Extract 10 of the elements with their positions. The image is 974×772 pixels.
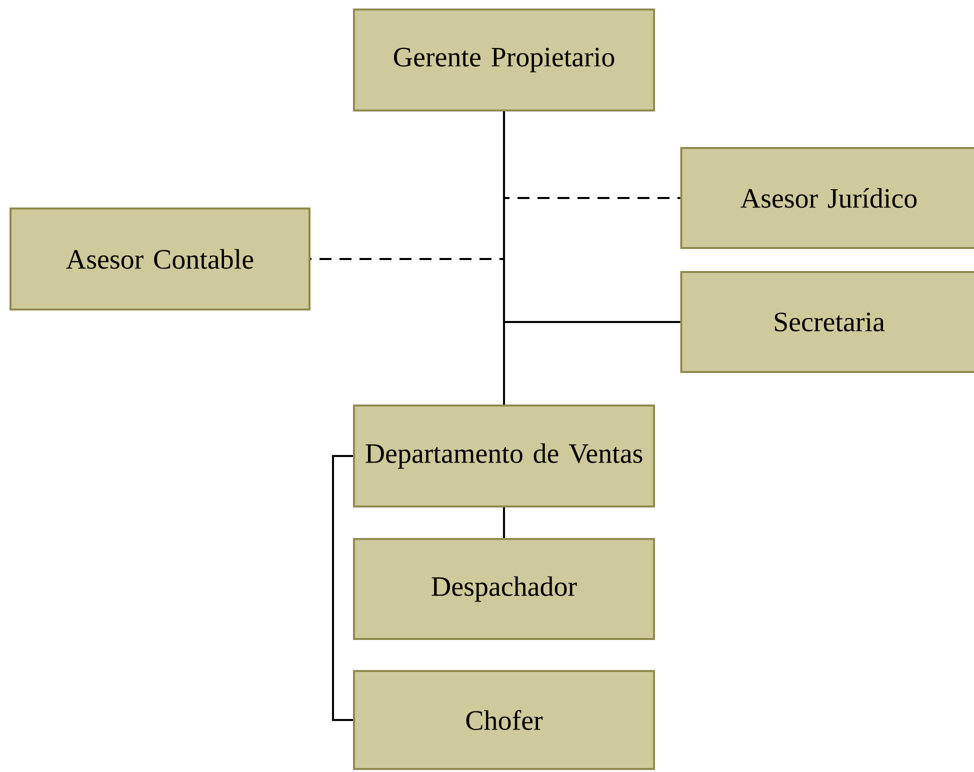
org-box: Asesor Jurídico (680, 147, 974, 249)
org-box: Gerente Propietario (353, 8, 655, 112)
org-box: Secretaria (680, 271, 974, 373)
org-box: Chofer (353, 670, 655, 770)
connector-line (332, 455, 353, 721)
org-box: Departamento de Ventas (353, 404, 655, 508)
connector-line (503, 112, 505, 404)
org-box: Despachador (353, 538, 655, 640)
org-box: Asesor Contable (10, 208, 310, 310)
connector-line (503, 508, 505, 538)
